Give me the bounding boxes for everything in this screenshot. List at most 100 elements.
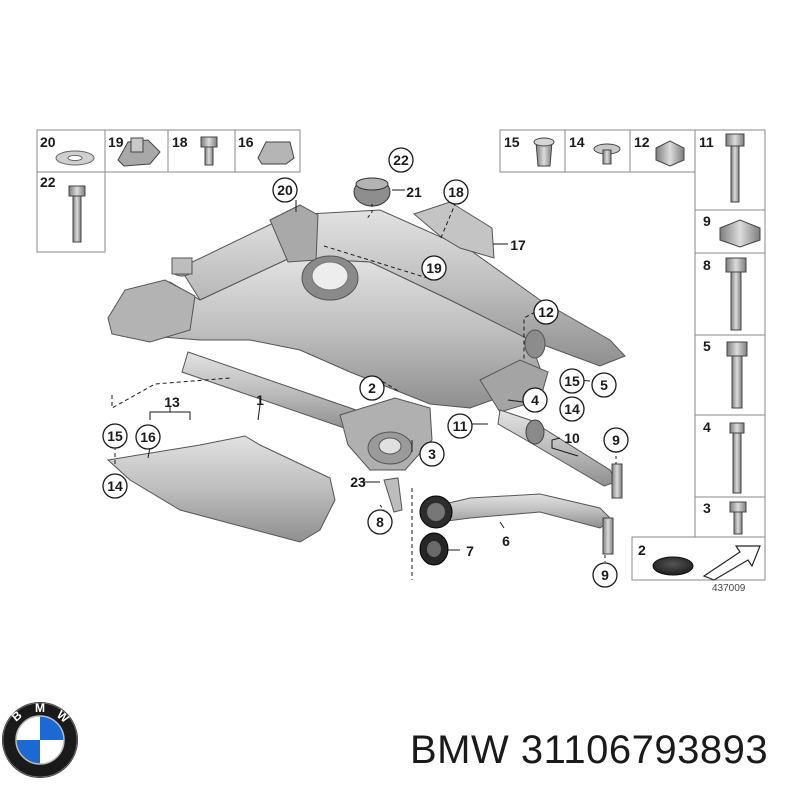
callout-circle: [443, 179, 469, 205]
bmw-logo-letter-m: M: [35, 701, 45, 715]
callout-circle: [421, 255, 447, 281]
callout-number: 1: [256, 392, 264, 408]
callout-circle: [272, 177, 298, 203]
kit-box-right-label: 3: [703, 500, 711, 516]
cap-part: [652, 556, 694, 576]
callout-number: 2: [368, 380, 376, 396]
callout-number: 6: [502, 533, 510, 549]
bolt-5-head: [726, 341, 748, 357]
callout-circle: [419, 441, 445, 467]
callout-number: 19: [426, 260, 442, 276]
kit-box-left-label: 16: [238, 134, 254, 150]
part-caption: BMW 31106793893: [410, 728, 768, 773]
kit-box-right-label: 5: [703, 338, 711, 354]
callout-circle: [559, 368, 585, 394]
callout-circle: [388, 147, 414, 173]
bolt-22-shank: [72, 195, 82, 243]
bracket-23: [383, 477, 403, 513]
kit-box-group-right: [499, 129, 766, 581]
callout-number: 17: [510, 237, 526, 253]
bolt-3-shank: [733, 511, 743, 535]
callout-number: 10: [564, 430, 580, 446]
bolt-8-shank: [730, 271, 742, 331]
clip-part: [117, 139, 161, 167]
underbody-shield: [106, 435, 336, 543]
kit-box-left-label: 20: [40, 134, 56, 150]
kit-box-right-label: 4: [703, 419, 711, 435]
callout-number: 13: [164, 394, 180, 410]
bolt-5-shank: [731, 355, 743, 409]
callout-circle: [591, 372, 617, 398]
callout-number: 11: [453, 418, 468, 434]
flange-nut-9: [719, 219, 761, 248]
part-number: 31106793893: [520, 728, 769, 772]
brand-name: BMW: [410, 728, 510, 772]
callout-number: 14: [107, 478, 123, 494]
callout-number: 20: [277, 182, 293, 198]
wishbone-6: [435, 493, 613, 529]
callout-number: 22: [393, 152, 409, 168]
flange-nut-12: [655, 140, 685, 167]
bolt-4-shank: [732, 432, 742, 494]
callout-number: 23: [350, 474, 366, 490]
ball-joint-lower: [602, 517, 614, 555]
callout-number: 21: [406, 184, 422, 200]
callout-number: 14: [564, 401, 580, 417]
kit-box-right-label: 2: [638, 542, 646, 558]
control-arm-10: [497, 409, 617, 487]
kit-box-left-label: 18: [172, 134, 188, 150]
bolt-22-head: [68, 185, 86, 197]
kit-box-right-label: 11: [699, 134, 714, 150]
callout-circle: [135, 424, 161, 450]
kit-box-right-label: 9: [703, 213, 711, 229]
callout-circle: [447, 413, 473, 439]
callout-circle: [102, 423, 128, 449]
bolt-18-head: [200, 136, 218, 148]
direction-arrow-icon: [702, 545, 761, 581]
callout-circle: [559, 396, 585, 422]
bmw-logo-blue-quadrant-1: [40, 716, 64, 740]
callout-circle: [359, 375, 385, 401]
bolt-18-shank: [204, 146, 214, 166]
callout-number: 16: [140, 429, 156, 445]
front-axle-subframe: [107, 204, 626, 471]
callout-circle: [533, 299, 559, 325]
bmw-logo: B M W: [2, 701, 78, 778]
callout-number: 4: [531, 392, 539, 408]
clip-nut-part: [257, 141, 295, 165]
kit-box-left-label: 22: [40, 174, 56, 190]
callout-number: 9: [612, 432, 620, 448]
bolt-11-head: [725, 133, 745, 147]
callout-number: 3: [428, 446, 436, 462]
callout-number: 7: [466, 543, 474, 559]
callout-circle: [102, 473, 128, 499]
ball-joint-upper: [611, 463, 623, 499]
callout-number: 5: [600, 377, 608, 393]
callout-number: 15: [107, 428, 123, 444]
callout-number: 15: [564, 373, 580, 389]
bmw-logo-blue-quadrant-2: [16, 740, 40, 764]
callout-circle: [592, 562, 618, 588]
kit-box-right-label: 15: [504, 134, 520, 150]
callout-number: 9: [601, 567, 609, 583]
kit-box-group-left: [36, 129, 301, 253]
callout-circle: [367, 509, 393, 535]
callout-circle: [603, 427, 629, 453]
figure-number: 437009: [712, 583, 746, 594]
callout-number: 8: [376, 514, 384, 530]
callout-number: 12: [538, 304, 554, 320]
callout-number: 18: [448, 184, 464, 200]
kit-box-right-label: 14: [569, 134, 585, 150]
callout-circle: [522, 387, 548, 413]
kit-box-right-label: 12: [634, 134, 650, 150]
bolt-3-head: [729, 501, 747, 513]
washer-hole: [67, 154, 83, 162]
bolt-8-head: [725, 257, 747, 273]
kit-box-left-label: 19: [108, 134, 124, 150]
kit-box-right-label: 8: [703, 257, 711, 273]
bolt-4-head: [729, 422, 745, 434]
